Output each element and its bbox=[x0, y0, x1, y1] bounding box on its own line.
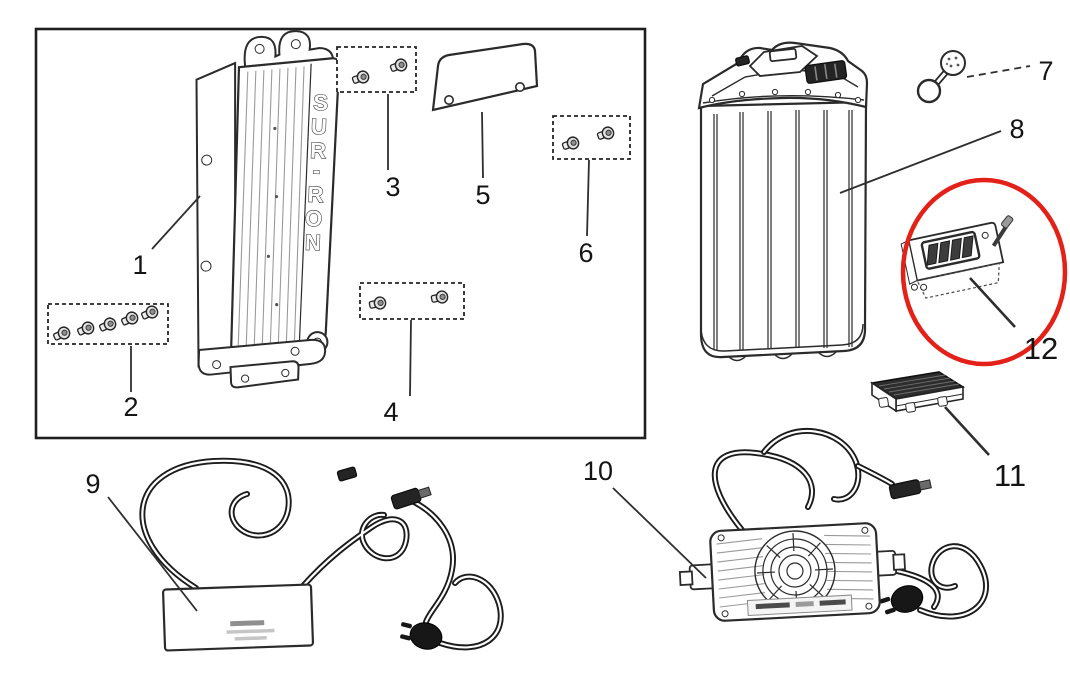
part-7-port-cap bbox=[916, 50, 966, 104]
leader-line-4 bbox=[409, 319, 412, 397]
leader-line-12 bbox=[969, 277, 1016, 328]
svg-text:S: S bbox=[313, 90, 329, 115]
leader-line-9 bbox=[107, 496, 198, 612]
charger-brick bbox=[162, 583, 315, 652]
leader-line-7 bbox=[966, 65, 1031, 78]
leader-line-10 bbox=[612, 487, 707, 579]
callout-1: 1 bbox=[132, 250, 147, 280]
callout-4: 4 bbox=[383, 397, 398, 427]
callout-12: 12 bbox=[1024, 331, 1058, 366]
part-2-screw-kit bbox=[47, 303, 169, 345]
assembly-box-border bbox=[34, 27, 647, 440]
callout-6: 6 bbox=[578, 238, 593, 268]
callout-9: 9 bbox=[85, 469, 100, 499]
callout-7: 7 bbox=[1038, 56, 1053, 86]
output-connector bbox=[888, 479, 932, 500]
ac-plug bbox=[879, 585, 924, 615]
part-12-charge-port-module bbox=[900, 215, 1014, 299]
callout-5: 5 bbox=[475, 180, 490, 210]
leader-line-5 bbox=[481, 111, 484, 179]
part-11-module bbox=[869, 371, 966, 413]
output-connector bbox=[390, 486, 432, 510]
highlight-circle bbox=[900, 177, 1068, 367]
part-8-battery-pack bbox=[697, 41, 869, 362]
callout-8: 8 bbox=[1009, 114, 1024, 144]
svg-text:U: U bbox=[311, 114, 328, 140]
callout-11: 11 bbox=[994, 458, 1026, 493]
leader-line-8 bbox=[839, 130, 1002, 194]
inline-connector bbox=[336, 466, 358, 482]
part-6-screw-pair bbox=[552, 115, 631, 160]
callout-3: 3 bbox=[385, 172, 400, 202]
svg-text:O: O bbox=[305, 206, 323, 232]
callout-10: 10 bbox=[583, 456, 613, 486]
svg-text:R: R bbox=[310, 138, 327, 164]
brand-text: S U R - R O N bbox=[304, 89, 329, 256]
svg-text:N: N bbox=[305, 230, 322, 256]
charger-body bbox=[678, 522, 906, 622]
leader-line-11 bbox=[944, 406, 990, 456]
part-3-screw-pair bbox=[336, 46, 417, 93]
callout-2: 2 bbox=[123, 392, 138, 422]
leader-line-6 bbox=[586, 159, 590, 237]
svg-text:-: - bbox=[312, 158, 320, 183]
ac-plug bbox=[400, 622, 443, 650]
part-1-finned-battery-unit: S U R - R O N bbox=[195, 30, 341, 389]
leader-line-1 bbox=[151, 195, 201, 250]
part-10-fast-charger bbox=[678, 427, 989, 622]
svg-text:R: R bbox=[307, 182, 324, 208]
part-5-bracket-plate bbox=[431, 42, 539, 112]
part-9-standard-charger bbox=[139, 457, 504, 652]
part-4-screw-pair bbox=[359, 282, 465, 320]
